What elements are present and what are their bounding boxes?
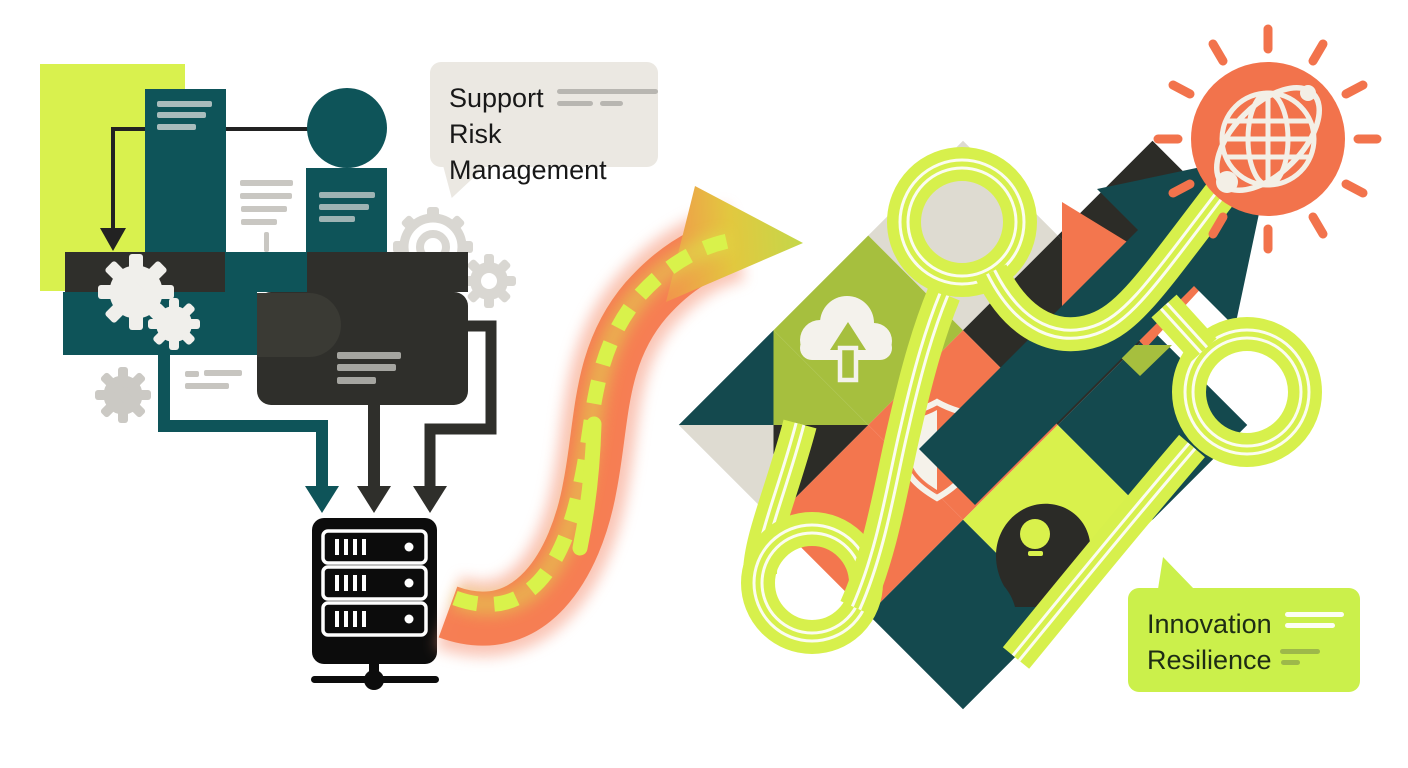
process-bar-teal: [225, 252, 307, 292]
speech-bubble-support: Support Risk Management: [430, 62, 658, 198]
gear-icon: [98, 254, 174, 330]
placeholder-line: [600, 101, 623, 106]
connector-line: [111, 127, 308, 228]
orbit-node: [1216, 171, 1238, 193]
document-text-lines: [240, 180, 293, 252]
placeholder-line: [1281, 660, 1300, 665]
placeholder-line: [1285, 612, 1344, 617]
transfer-arrowhead: [666, 186, 803, 302]
innovation-line2: Resilience: [1147, 645, 1272, 675]
innovation-line1: Innovation: [1147, 609, 1272, 639]
text-lines: [319, 192, 375, 222]
gear-icon: [95, 367, 151, 423]
server-rows: [321, 529, 428, 637]
cloud-upload-icon: [800, 296, 892, 383]
text-lines: [337, 352, 401, 384]
support-line2: Risk Management: [449, 119, 607, 185]
speech-bubble-innovation: Innovation Resilience: [1128, 557, 1360, 692]
arrow-down-icon: [100, 228, 126, 251]
process-card: [257, 292, 468, 405]
gear-icon: [148, 298, 200, 350]
mosaic-tile: [773, 330, 869, 425]
placeholder-line: [1285, 623, 1335, 628]
placeholder-line: [557, 101, 593, 106]
globe-badge: [1153, 24, 1382, 254]
mosaic-tile: [678, 425, 774, 520]
flow-arrow-teal: [158, 355, 339, 513]
note-text-lines: [185, 370, 242, 389]
flowchart-group: [40, 64, 516, 690]
support-line1: Support: [449, 83, 544, 113]
placeholder-line: [1280, 649, 1320, 654]
flow-arrow-dark: [413, 320, 497, 513]
person-icon: [306, 88, 387, 252]
placeholder-line: [557, 89, 658, 94]
network-node-icon: [364, 670, 384, 690]
sun-rays-icon: [1153, 24, 1382, 254]
text-lines: [157, 101, 212, 130]
orbit-node: [1300, 85, 1316, 101]
strategy-mosaic: [678, 46, 1342, 710]
server-icon: [311, 518, 439, 690]
data-dashes: [452, 233, 730, 612]
gear-icon: [462, 254, 516, 308]
transfer-arrow-icon: [434, 186, 803, 657]
mosaic-tile: [678, 330, 774, 425]
flow-arrow-dark: [357, 405, 391, 513]
